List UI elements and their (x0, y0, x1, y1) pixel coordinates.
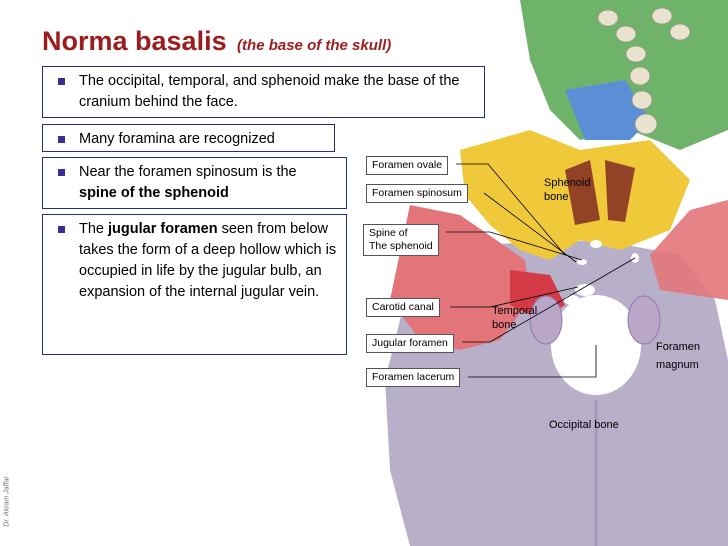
label-spine-line2: The sphenoid (369, 240, 433, 252)
bullet-text-1: The occipital, temporal, and sphenoid ma… (79, 73, 460, 110)
label-spine-of-sphenoid: Spine of The sphenoid (363, 224, 439, 256)
bullet-marker (58, 169, 65, 176)
label-carotid-canal: Carotid canal (366, 298, 440, 317)
label-magnum-line1: Foramen (656, 341, 701, 353)
label-foramen-ovale: Foramen ovale (366, 156, 449, 175)
occipital-condyle-right (529, 295, 563, 345)
bullet-marker (58, 78, 65, 85)
bullet-box-1: The occipital, temporal, and sphenoid ma… (42, 66, 485, 118)
bullet-text-4a: The (79, 221, 109, 237)
pointer-lines (446, 163, 636, 378)
bullet-box-4: The jugular foramen seen from below take… (42, 214, 347, 355)
label-foramen-spinosum: Foramen spinosum (366, 184, 468, 203)
choanae (565, 160, 635, 225)
label-temporal-line2: bone (492, 319, 517, 331)
teeth (597, 7, 691, 135)
bullet-text-4c: seen from below takes the form of a deep… (79, 221, 337, 300)
label-spine-line1: Spine of (369, 227, 408, 239)
bullet-text-3b: spine of the sphenoid (79, 185, 229, 201)
label-occipital-bone: Occipital bone (549, 419, 619, 431)
occipital-condyle-left (627, 295, 661, 345)
title-subtitle: (the base of the skull) (237, 37, 392, 54)
bullet-text-3a: Near the foramen spinosum is the (79, 164, 297, 180)
label-magnum-line2: magnum (656, 359, 699, 371)
author-watermark: Dr. Akram Jaffar (3, 476, 11, 527)
label-jugular-foramen: Jugular foramen (366, 334, 454, 353)
bullet-marker (58, 136, 65, 143)
temporal-bone-left (650, 200, 728, 300)
label-sphenoid-line2: bone (544, 191, 569, 203)
bullet-box-3: Near the foramen spinosum is the spine o… (42, 157, 347, 209)
palatine-region (565, 80, 650, 140)
foramina (564, 240, 639, 305)
bullet-text-4b: jugular foramen (108, 221, 218, 237)
bullet-box-2: Many foramina are recognized (42, 124, 335, 152)
label-sphenoid-bone: Sphenoid bone (544, 176, 591, 204)
bullet-text-2: Many foramina are recognized (79, 131, 275, 147)
label-temporal-bone: Temporal bone (492, 304, 537, 332)
slide-title: Norma basalis (the base of the skull) (42, 26, 391, 57)
label-foramen-magnum: Foramen magnum (656, 338, 700, 374)
title-main: Norma basalis (42, 26, 227, 56)
bullet-marker (58, 226, 65, 233)
label-sphenoid-line1: Sphenoid (544, 177, 591, 189)
label-temporal-line1: Temporal (492, 305, 538, 317)
label-foramen-lacerum: Foramen lacerum (366, 368, 461, 387)
